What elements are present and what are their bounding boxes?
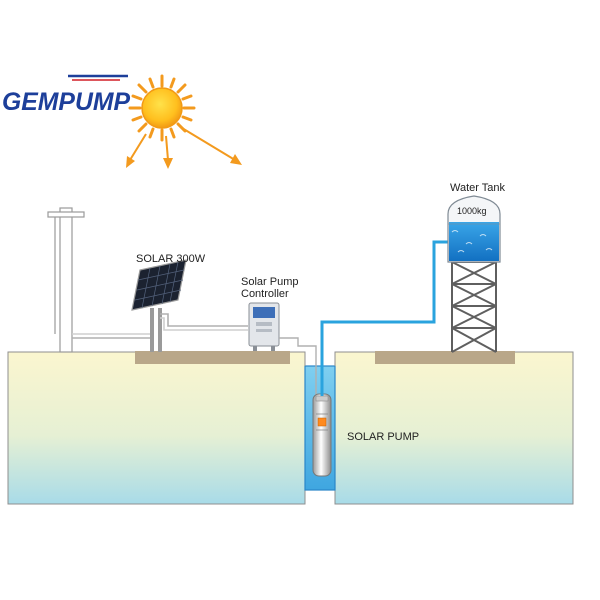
- cable-panel-to-controller: [160, 313, 248, 331]
- sunlight-arrows: [126, 127, 242, 169]
- solar-panel-label: SOLAR 300W: [136, 253, 206, 265]
- water-pipe: [320, 240, 448, 396]
- brand-logo: GEMPUMP: [2, 74, 130, 116]
- solar-panel-icon: [131, 259, 187, 352]
- controller-label-line2: Controller: [241, 288, 289, 300]
- sun-icon: [128, 74, 196, 142]
- water-tank-label: Water Tank: [450, 182, 506, 194]
- water-tank-tower: [451, 261, 497, 353]
- tank-platform: [375, 351, 515, 364]
- logo-text: GEMPUMP: [2, 88, 130, 116]
- controller-label-line1: Solar Pump: [241, 276, 298, 288]
- panel-platform: [135, 351, 290, 364]
- controller-box-icon: [248, 302, 280, 351]
- water-tank-icon: [447, 195, 501, 263]
- cable-controller-to-pump: [279, 337, 317, 400]
- tank-capacity-label: 1000kg: [457, 206, 487, 216]
- cable-pole-to-controller: [72, 333, 152, 339]
- solar-pump-label: SOLAR PUMP: [347, 431, 419, 443]
- ground: [7, 351, 574, 505]
- utility-pole: [47, 207, 85, 353]
- submersible-pump-icon: [312, 393, 332, 477]
